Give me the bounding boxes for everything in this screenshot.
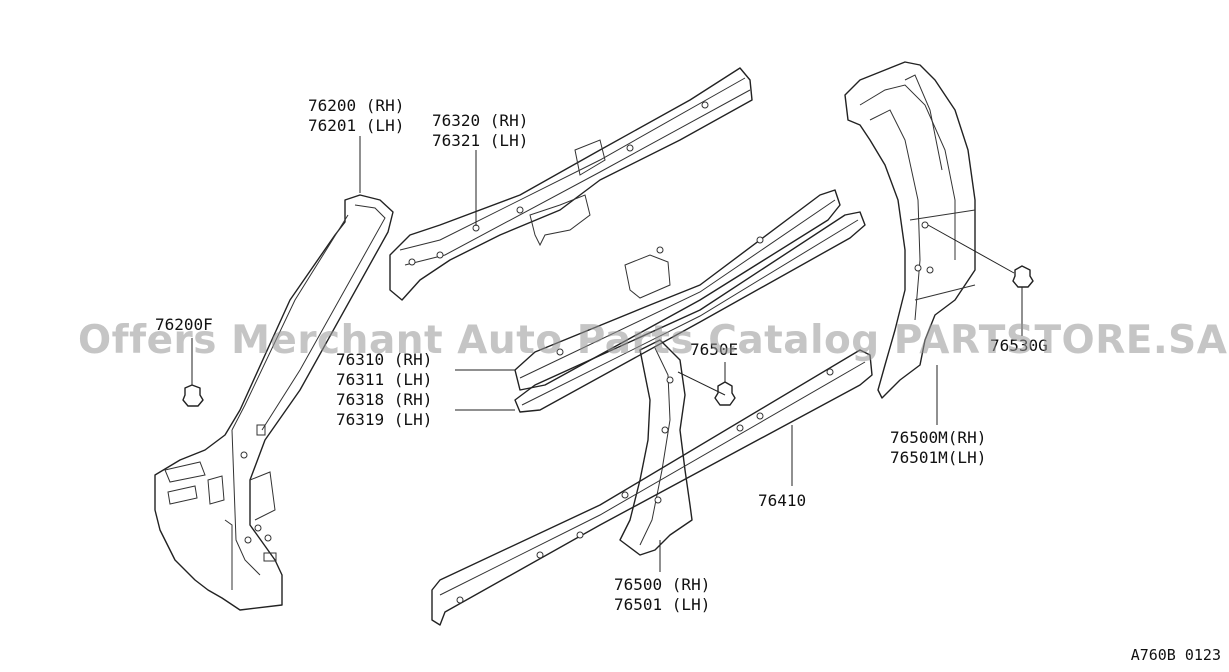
roof-rail-part: [389, 67, 753, 301]
rear-pillar-part: [844, 61, 976, 399]
sill-outer-part: [431, 349, 873, 626]
label-76311: 76311 (LH): [336, 370, 433, 389]
label-76200f: 76200F: [155, 315, 213, 334]
label-76321: 76321 (LH): [432, 131, 529, 150]
label-76501m: 76501M(LH): [890, 448, 987, 467]
clip-76200f: [182, 338, 204, 407]
label-76310: 76310 (RH): [336, 350, 433, 369]
sill-inner-part: [514, 189, 866, 413]
label-76319: 76319 (LH): [336, 410, 433, 429]
label-76500: 76500 (RH): [614, 575, 711, 594]
label-76501: 76501 (LH): [614, 595, 711, 614]
center-pillar-part: [619, 339, 693, 556]
leader-lines: [359, 136, 938, 572]
label-76530g: 76530G: [990, 336, 1048, 355]
label-7650e: 7650E: [690, 340, 739, 359]
watermark: Offers Merchant Auto Parts Catalog PARTS…: [78, 318, 1228, 363]
label-76410: 76410: [758, 491, 807, 510]
label-76200: 76200 (RH): [308, 96, 405, 115]
label-76318: 76318 (RH): [336, 390, 433, 409]
front-pillar-part: [154, 194, 394, 611]
label-76500m: 76500M(RH): [890, 428, 987, 447]
label-76201: 76201 (LH): [308, 116, 405, 135]
label-76320: 76320 (RH): [432, 111, 529, 130]
bolt-7650e: [677, 362, 736, 406]
figure-code: A760B 0123: [1130, 646, 1221, 664]
clip-76530g: [927, 224, 1034, 336]
